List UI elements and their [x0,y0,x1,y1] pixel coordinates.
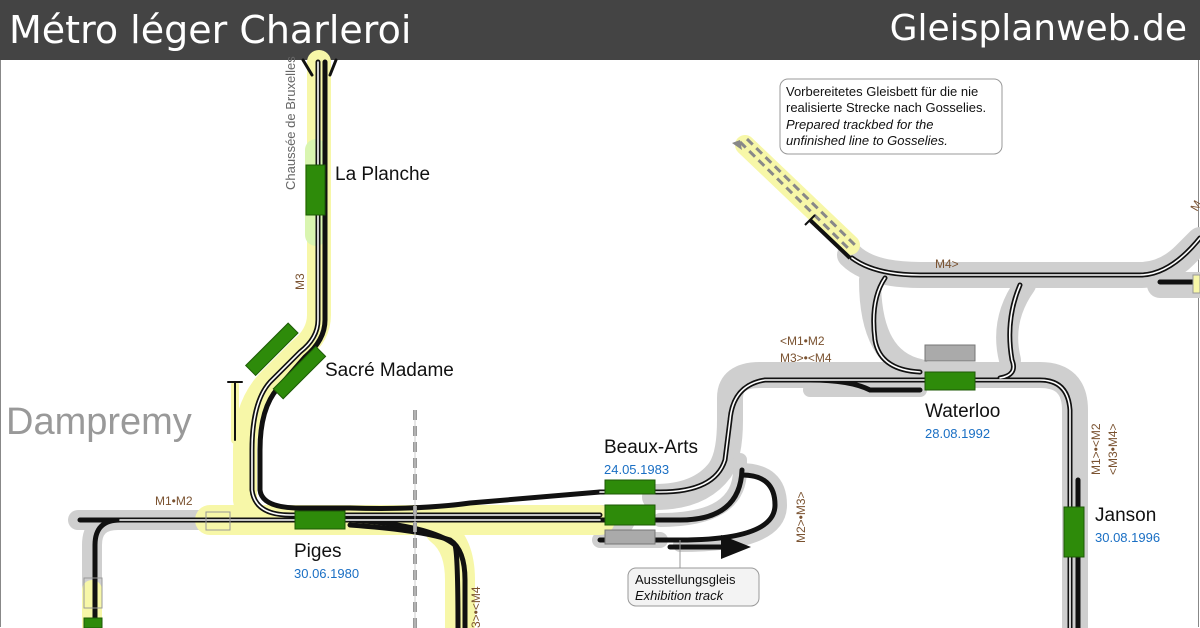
platform-sacre-madame-2 [272,345,327,400]
portal-bottom-left [83,577,103,609]
callout-exhibition: Ausstellungsgleis Exhibition track [627,540,760,607]
platform-janson [1063,506,1085,558]
portal-right [1192,274,1200,294]
station-date-janson: 30.08.1996 [1095,530,1160,545]
platform-la-planche [305,164,326,216]
station-date-piges: 30.06.1980 [294,566,359,581]
district-label: Dampremy [6,401,192,443]
platform-exhibition [604,529,656,545]
line-label-m4: M4> [935,257,959,271]
station-platforms [83,164,1200,628]
site-name: Gleisplanweb.de [889,8,1187,49]
station-name-sacre-madame: Sacré Madame [325,360,454,381]
header-bar: Métro léger Charleroi Gleisplanweb.de [0,0,1200,60]
tracks [77,58,1200,628]
line-label-corner: M [1187,198,1200,214]
note-exhibition-en: Exhibition track [635,588,725,603]
station-name-janson: Janson [1095,505,1156,526]
line-label-waterloo-a: <M1•M2 [780,334,825,348]
gosselies-prepared-trackbed [732,137,857,260]
note-gosselies-de-2: realisierte Strecke nach Gosselies. [786,100,986,115]
platform-waterloo-unused [924,344,976,362]
line-label-m2m3: M2>•M3> [794,491,808,543]
station-date-beaux-arts: 24.05.1983 [604,462,669,477]
station-name-waterloo: Waterloo [925,401,1000,422]
map-frame [0,60,1199,627]
station-date-waterloo: 28.08.1992 [925,426,990,441]
note-gosselies-en-1: Prepared trackbed for the [786,117,933,132]
map-title: Métro léger Charleroi [9,8,412,52]
note-exhibition-de: Ausstellungsgleis [635,572,736,587]
line-label-janson-b: <M3•M4> [1106,423,1120,475]
station-name-la-planche: La Planche [335,164,430,185]
platform-sacre-madame-1 [244,322,299,377]
platform-waterloo [924,371,976,391]
note-gosselies-de-1: Vorbereitetes Gleisbett für die nie [786,84,978,99]
line-label-m1m2: M1•M2 [155,494,193,508]
portal-left [205,511,231,531]
street-label: Chaussée de Bruxelles [283,56,298,190]
line-label-waterloo-b: M3>•<M4 [780,351,832,365]
platform-beaux-arts-2 [604,504,656,526]
platform-bottom-left [83,617,103,628]
station-name-piges: Piges [294,541,342,562]
callout-gosselies: Vorbereitetes Gleisbett für die nie real… [779,78,1003,155]
line-label-m3: M3 [293,273,307,290]
station-name-beaux-arts: Beaux-Arts [604,437,698,458]
platform-piges [294,510,346,530]
line-label-janson-a: M1>•<M2 [1089,423,1103,475]
note-gosselies-en-2: unfinished line to Gosselies. [786,133,948,148]
line-label-bottom: 3>•<M4 [469,586,483,628]
platform-beaux-arts-1 [604,479,656,495]
